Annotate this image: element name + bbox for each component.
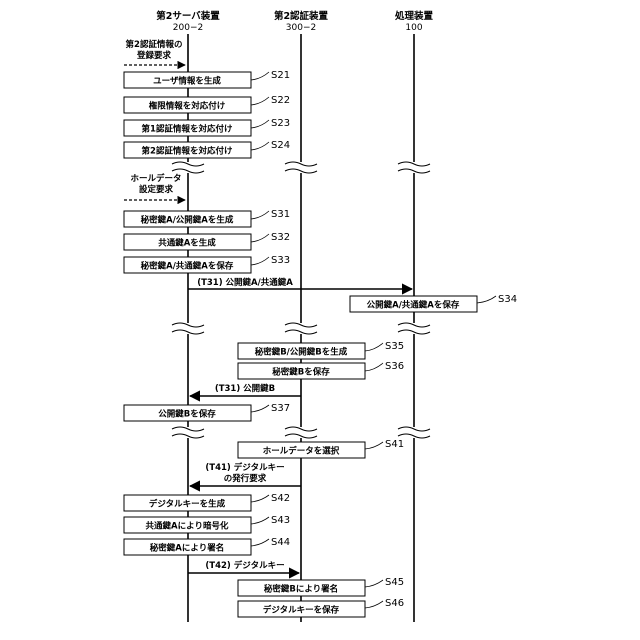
process-label: 第1認証情報を対応付け xyxy=(142,124,233,135)
process-step: デジタルキーを保存 S46 xyxy=(238,598,404,617)
process-label: ホールデータを選択 xyxy=(263,446,340,457)
step-number: S35 xyxy=(385,341,404,352)
process-label: 秘密鍵A/共通鍵Aを保存 xyxy=(141,261,234,272)
process-label: 公開鍵Bを保存 xyxy=(158,409,216,420)
message-label: (T41) デジタルキー xyxy=(205,462,284,473)
step-number: S33 xyxy=(271,255,290,266)
lifeline-title-processor: 処理装置 xyxy=(394,10,434,22)
process-label: デジタルキーを保存 xyxy=(263,605,340,616)
message-label: (T31) 公開鍵A/共通鍵A xyxy=(197,277,293,288)
process-step: 第1認証情報を対応付け S23 xyxy=(124,118,290,136)
process-step: 第2認証情報を対応付け S24 xyxy=(124,140,290,158)
request-label-line2: 設定要求 xyxy=(139,184,174,195)
process-label: 共通鍵Aにより暗号化 xyxy=(146,521,229,532)
message-label: (T31) 公開鍵B xyxy=(215,383,275,394)
step-number: S23 xyxy=(271,118,290,129)
lifeline-id-server: 200−2 xyxy=(173,23,203,33)
message-label: (T42) デジタルキー xyxy=(205,560,284,571)
process-label: ユーザ情報を生成 xyxy=(153,76,221,87)
process-step: 権限情報を対応付け S22 xyxy=(124,95,290,113)
step-number: S21 xyxy=(271,70,290,81)
process-step: 秘密鍵A/共通鍵Aを保存 S33 xyxy=(124,255,290,273)
request-label-line2: 登録要求 xyxy=(136,50,172,61)
process-step: 公開鍵Bを保存 S37 xyxy=(124,403,290,421)
step-number: S41 xyxy=(385,439,404,450)
message-label: の発行要求 xyxy=(224,473,267,484)
process-label: 権限情報を対応付け xyxy=(149,101,226,112)
process-step: 秘密鍵B/公開鍵Bを生成 S35 xyxy=(238,341,404,359)
step-number: S31 xyxy=(271,209,290,220)
lifeline-id-processor: 100 xyxy=(405,23,422,33)
process-step: デジタルキーを生成 S42 xyxy=(124,493,290,511)
lifeline-title-auth: 第2認証装置 xyxy=(274,10,329,22)
step-number: S46 xyxy=(385,598,404,609)
process-label: 共通鍵Aを生成 xyxy=(158,238,216,249)
process-label: 秘密鍵Bを保存 xyxy=(272,367,330,378)
process-step: 秘密鍵Bを保存 S36 xyxy=(238,361,404,379)
process-label: 秘密鍵A/公開鍵Aを生成 xyxy=(141,215,234,226)
request-label-line1: ホールデータ xyxy=(130,173,181,184)
process-label: 第2認証情報を対応付け xyxy=(142,146,233,157)
process-label: 秘密鍵Bにより署名 xyxy=(264,584,338,595)
lifeline-title-server: 第2サーバ装置 xyxy=(156,10,220,22)
step-number: S45 xyxy=(385,577,404,588)
step-number: S24 xyxy=(271,140,290,151)
lifeline-id-auth: 300−2 xyxy=(286,23,316,33)
process-step: ホールデータを選択 S41 xyxy=(238,439,404,458)
process-label: デジタルキーを生成 xyxy=(149,499,226,510)
step-number: S37 xyxy=(271,403,290,414)
step-number: S34 xyxy=(498,294,517,305)
process-label: 秘密鍵Aにより署名 xyxy=(150,543,224,554)
process-step: 秘密鍵Bにより署名 S45 xyxy=(238,577,404,596)
step-number: S42 xyxy=(271,493,290,504)
process-step: 秘密鍵Aにより署名 S44 xyxy=(124,537,290,555)
process-label: 秘密鍵B/公開鍵Bを生成 xyxy=(255,347,348,358)
process-step: ユーザ情報を生成 S21 xyxy=(124,70,290,88)
process-label: 公開鍵A/共通鍵Aを保存 xyxy=(367,300,460,311)
step-number: S22 xyxy=(271,95,290,106)
step-number: S44 xyxy=(271,537,290,548)
request-label-line1: 第2認証情報の xyxy=(126,39,183,50)
step-number: S36 xyxy=(385,361,404,372)
process-step: 公開鍵A/共通鍵Aを保存 S34 xyxy=(350,294,517,312)
step-number: S43 xyxy=(271,515,290,526)
process-step: 秘密鍵A/公開鍵Aを生成 S31 xyxy=(124,209,290,227)
process-step: 共通鍵Aにより暗号化 S43 xyxy=(124,515,290,533)
step-number: S32 xyxy=(271,232,290,243)
process-step: 共通鍵Aを生成 S32 xyxy=(124,232,290,250)
